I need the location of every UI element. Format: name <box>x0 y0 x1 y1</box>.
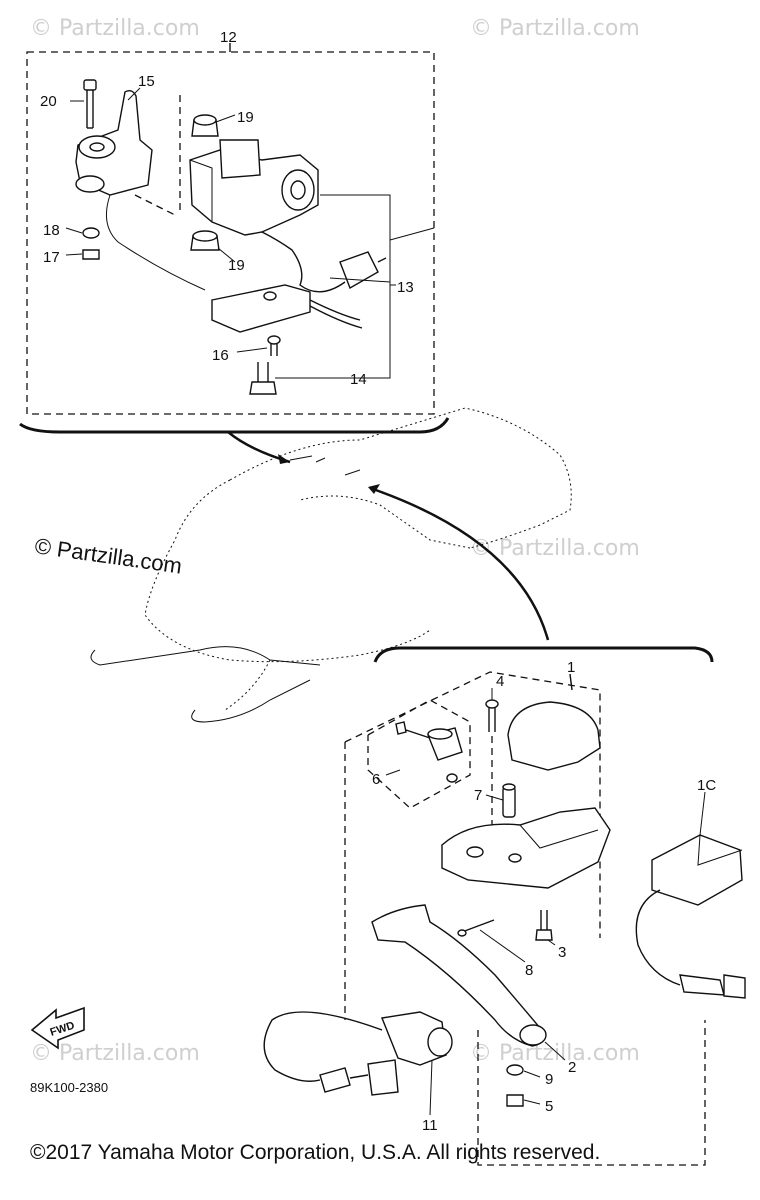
watermark-mid-right: © Partzilla.com <box>470 536 640 561</box>
callout-6: 6 <box>372 771 380 788</box>
callout-16: 16 <box>212 347 229 364</box>
detail-box-12-border <box>26 51 435 415</box>
callout-3: 3 <box>558 944 566 961</box>
bracket-15 <box>75 89 206 291</box>
callout-2: 2 <box>568 1059 576 1076</box>
relay-switch-13 <box>189 139 387 293</box>
watermark-top-right: © Partzilla.com <box>470 16 640 41</box>
callout-19-top: 19 <box>237 109 254 126</box>
spacer-7 <box>502 783 516 818</box>
detail-box-12-bracket <box>19 417 450 434</box>
leaders-lower <box>385 688 706 1116</box>
arrow-to-mount-lower <box>369 486 550 641</box>
callout-8: 8 <box>525 962 533 979</box>
callout-20: 20 <box>40 93 57 110</box>
callout-15: 15 <box>138 73 155 90</box>
watermark-bottom-right: © Partzilla.com <box>470 1041 640 1066</box>
watermark-top-left: © Partzilla.com <box>30 16 200 41</box>
washer-18 <box>82 227 100 239</box>
switch-knob-6 <box>395 721 463 783</box>
nut-17 <box>82 249 100 260</box>
callout-1c: 1C <box>697 777 716 794</box>
brake-lever-2 <box>371 904 547 1047</box>
screw-8 <box>457 919 495 937</box>
copyright-notice: ©2017 Yamaha Motor Corporation, U.S.A. A… <box>30 1141 601 1164</box>
nut-5 <box>506 1094 524 1107</box>
control-unit-13 <box>211 284 363 333</box>
leaders-upper <box>65 87 435 379</box>
detail-box-12 <box>19 43 450 434</box>
callout-17: 17 <box>43 249 60 266</box>
callout-13: 13 <box>397 279 414 296</box>
connector-1c <box>635 834 746 999</box>
washer-9 <box>506 1064 524 1076</box>
grommet-19-bottom <box>190 230 220 251</box>
callout-5: 5 <box>545 1098 553 1115</box>
kit-box-6 <box>367 699 471 809</box>
grommet-19-top <box>191 114 219 137</box>
callout-12: 12 <box>220 29 237 46</box>
screw-16 <box>267 335 281 356</box>
callout-11: 11 <box>422 1117 438 1134</box>
callout-14: 14 <box>350 371 367 388</box>
watermark-center: © Partzilla.com <box>33 533 183 578</box>
callout-1: 1 <box>567 659 575 676</box>
screw-4 <box>485 699 499 840</box>
callout-19-bottom: 19 <box>228 257 245 274</box>
detail-box-1 <box>344 646 714 1166</box>
fwd-arrow-icon: FWD <box>30 1006 85 1050</box>
callout-18: 18 <box>43 222 60 239</box>
callout-9: 9 <box>545 1071 553 1088</box>
housing-cover <box>507 701 601 771</box>
bolt-3 <box>535 910 553 941</box>
lever-holder <box>441 807 611 889</box>
snowmobile-outline <box>90 407 572 723</box>
callout-7: 7 <box>474 787 482 804</box>
brake-switch-11 <box>263 1011 453 1096</box>
bolt-14 <box>249 362 277 395</box>
callout-4: 4 <box>496 673 504 690</box>
bolt-20 <box>83 79 97 129</box>
diagram-code: 89K100-2380 <box>30 1080 108 1095</box>
